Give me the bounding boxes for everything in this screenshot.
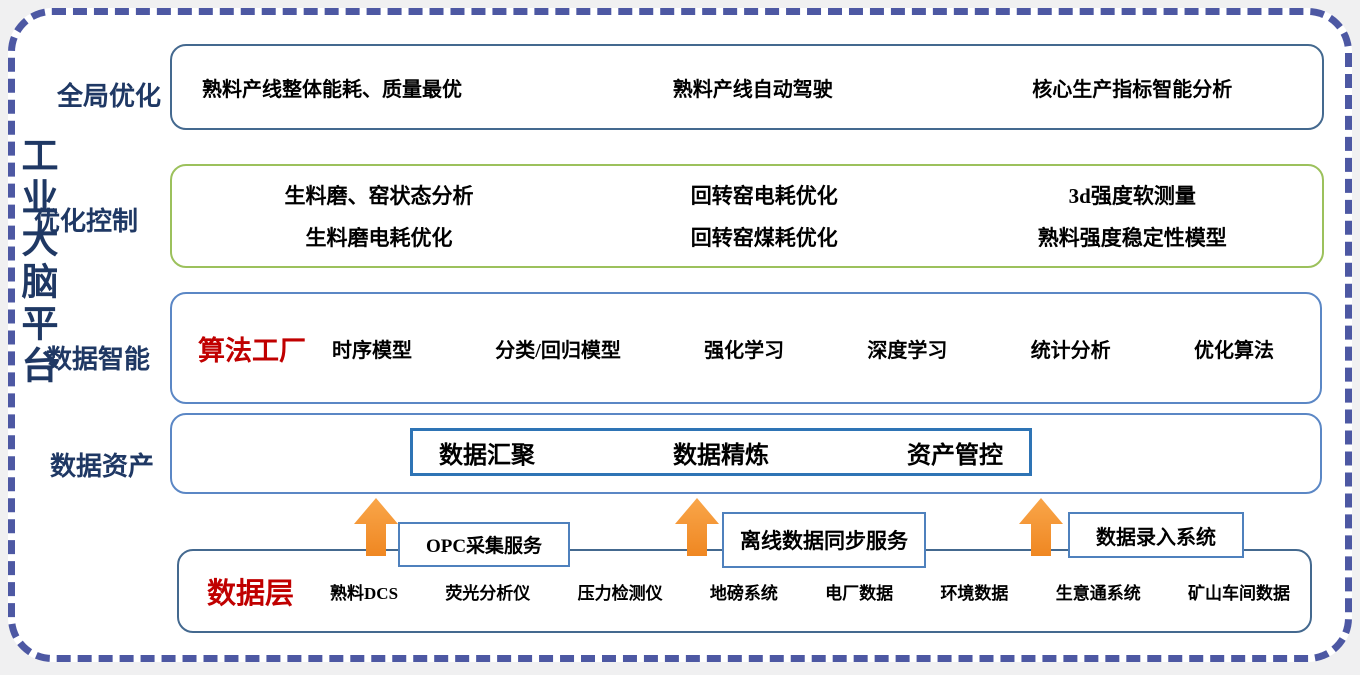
service-box-opc-collection: OPC采集服务 bbox=[398, 522, 570, 567]
control-item: 生料磨、窑状态分析 bbox=[284, 184, 474, 208]
asset-item: 数据精炼 bbox=[673, 442, 769, 469]
asset-item: 数据汇聚 bbox=[439, 442, 535, 469]
control-item: 回转窑电耗优化 bbox=[690, 184, 838, 208]
data-source-item: 生意通系统 bbox=[1055, 583, 1141, 603]
asset-item: 资产管控 bbox=[907, 442, 1003, 469]
data-layer-label: 数据层 bbox=[207, 578, 295, 610]
intel-item: 时序模型 bbox=[332, 339, 412, 362]
optimization-control-box: 生料磨、窑状态分析 回转窑电耗优化 3d强度软测量 生料磨电耗优化 回转窑煤耗优… bbox=[170, 164, 1324, 268]
intel-item: 强化学习 bbox=[704, 339, 785, 362]
data-source-item: 荧光分析仪 bbox=[445, 583, 531, 603]
data-source-item: 地磅系统 bbox=[709, 583, 778, 603]
row-label-data-intelligence: 数据智能 bbox=[46, 345, 151, 374]
up-arrow-icon bbox=[675, 498, 719, 556]
up-arrow-icon bbox=[354, 498, 398, 556]
up-arrow-icon bbox=[1019, 498, 1063, 556]
global-item: 核心生产指标智能分析 bbox=[1032, 78, 1233, 101]
intel-item: 分类/回归模型 bbox=[495, 339, 621, 362]
algorithm-factory-label: 算法工厂 bbox=[198, 335, 306, 366]
control-item: 生料磨电耗优化 bbox=[305, 226, 453, 250]
intel-item: 深度学习 bbox=[867, 339, 948, 362]
data-source-item: 矿山车间数据 bbox=[1188, 583, 1290, 603]
control-item: 熟料强度稳定性模型 bbox=[1037, 226, 1227, 250]
row-label-data-asset: 数据资产 bbox=[50, 452, 155, 481]
intel-item: 优化算法 bbox=[1193, 339, 1274, 362]
data-intelligence-box: 算法工厂 时序模型 分类/回归模型 强化学习 深度学习 统计分析 优化算法 bbox=[170, 292, 1322, 404]
service-box-data-entry: 数据录入系统 bbox=[1068, 512, 1244, 558]
service-box-offline-sync: 离线数据同步服务 bbox=[722, 512, 926, 568]
data-source-item: 熟料DCS bbox=[330, 583, 399, 603]
global-item: 熟料产线自动驾驶 bbox=[672, 78, 833, 101]
platform-vertical-title: 工业大脑平台 bbox=[15, 136, 56, 388]
intel-item: 统计分析 bbox=[1030, 339, 1111, 362]
control-item: 回转窑煤耗优化 bbox=[690, 226, 838, 250]
control-item: 3d强度软测量 bbox=[1068, 184, 1196, 208]
data-source-item: 电厂数据 bbox=[825, 583, 894, 603]
row-label-global-optimization: 全局优化 bbox=[57, 82, 162, 111]
global-optimization-box: 熟料产线整体能耗、质量最优 熟料产线自动驾驶 核心生产指标智能分析 bbox=[170, 44, 1324, 130]
data-source-item: 压力检测仪 bbox=[577, 583, 663, 603]
global-item: 熟料产线整体能耗、质量最优 bbox=[202, 78, 462, 101]
data-asset-inner-box: 数据汇聚 数据精炼 资产管控 bbox=[410, 428, 1032, 476]
data-source-item: 环境数据 bbox=[940, 583, 1009, 603]
row-label-optimization-control: 优化控制 bbox=[34, 207, 139, 236]
